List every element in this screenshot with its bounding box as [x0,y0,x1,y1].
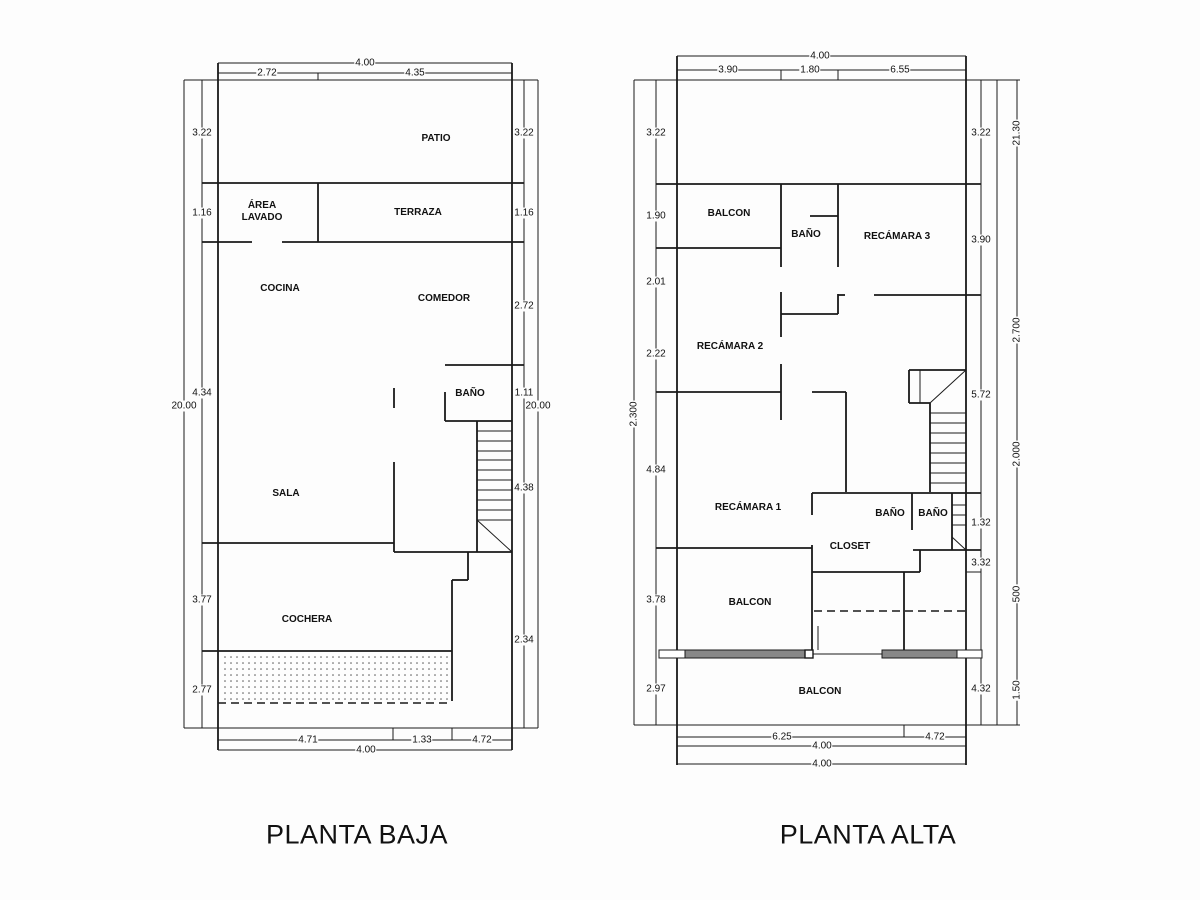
room-label-balcon: BALCON [728,597,772,608]
dim-left: 2.01 [645,276,667,288]
room-label-recamara-2: RECÁMARA 2 [696,341,764,352]
dim-right: 3.32 [970,557,992,569]
dim-left: 2.22 [645,348,667,360]
room-label-bano: BAÑO [918,508,948,519]
dim-bottom-seg: 6.25 [771,731,793,743]
dim-right: 2.34 [513,634,535,646]
dim-bottom-seg: 4.72 [471,734,493,746]
dim-top-total: 4.00 [354,57,376,69]
dim-far-right: 2.700 [1011,316,1023,344]
dim-right: 1.16 [513,207,535,219]
dim-left: 3.77 [191,594,213,606]
dim-bottom-total: 4.00 [355,744,377,756]
room-label-comedor: COMEDOR [417,293,471,304]
planta-baja-walls [183,62,539,751]
room-label-cocina: COCINA [260,283,300,294]
dim-top-seg: 2.72 [256,67,278,79]
dim-right: 4.32 [970,683,992,695]
room-label-recamara-3: RECÁMARA 3 [863,231,931,242]
dim-left: 2.77 [191,684,213,696]
dim-right: 3.90 [970,234,992,246]
dim-left: 2.97 [645,683,667,695]
dim-right: 3.22 [513,127,535,139]
dim-left: 1.90 [645,210,667,222]
dim-left: 4.84 [645,464,667,476]
room-label-bano: BAÑO [875,508,905,519]
dim-bottom-seg: 4.72 [924,731,946,743]
dim-top-seg: 1.80 [799,64,821,76]
dim-bottom-seg: 1.33 [411,734,433,746]
dim-far-right: 2.000 [1011,440,1023,468]
plan-title-planta-alta: PLANTA ALTA [779,819,957,850]
dim-bottom-total: 4.00 [811,758,833,770]
room-label-bano: BAÑO [455,388,485,399]
pavement-hatch [220,653,450,701]
dim-top-seg: 3.90 [717,64,739,76]
dim-right-total: 20.00 [524,400,552,412]
room-label-sala: SALA [272,488,300,499]
dim-left: 3.22 [191,127,213,139]
dim-left-total: 20.00 [170,400,198,412]
dim-top-seg: 4.35 [404,67,426,79]
room-label-area-lavado: ÁREA LAVADO [241,200,283,223]
dim-right: 5.72 [970,389,992,401]
dim-right: 1.32 [970,517,992,529]
room-label-cochera: COCHERA [281,614,333,625]
room-label-recamara-1: RECÁMARA 1 [714,502,782,513]
plan-title-planta-baja: PLANTA BAJA [265,819,449,850]
dim-right: 4.38 [513,482,535,494]
room-label-terraza: TERRAZA [394,207,442,218]
room-label-closet: CLOSET [829,541,871,552]
dim-left: 3.78 [645,594,667,606]
dim-left: 4.34 [191,387,213,399]
dim-right: 3.22 [970,127,992,139]
dim-right: 2.72 [513,300,535,312]
dim-left: 1.16 [191,207,213,219]
dim-top-total: 4.00 [809,50,831,62]
room-label-patio: PATIO [421,133,451,144]
dim-bottom-seg: 4.71 [297,734,319,746]
dim-far-right: 21.30 [1011,119,1023,147]
dim-far-right: 500 [1011,584,1023,604]
planta-alta-walls [633,55,1020,765]
room-label-balcon: BALCON [707,208,751,219]
dim-left: 3.22 [645,127,667,139]
dim-right: 1.11 [513,387,535,399]
room-label-balcon: BALCON [798,686,842,697]
dim-far-right: 1.50 [1011,679,1023,701]
dim-left-total: 2.300 [628,400,640,428]
dim-top-seg: 6.55 [889,64,911,76]
room-label-bano: BAÑO [791,229,821,240]
dim-bottom-total: 4.00 [811,740,833,752]
